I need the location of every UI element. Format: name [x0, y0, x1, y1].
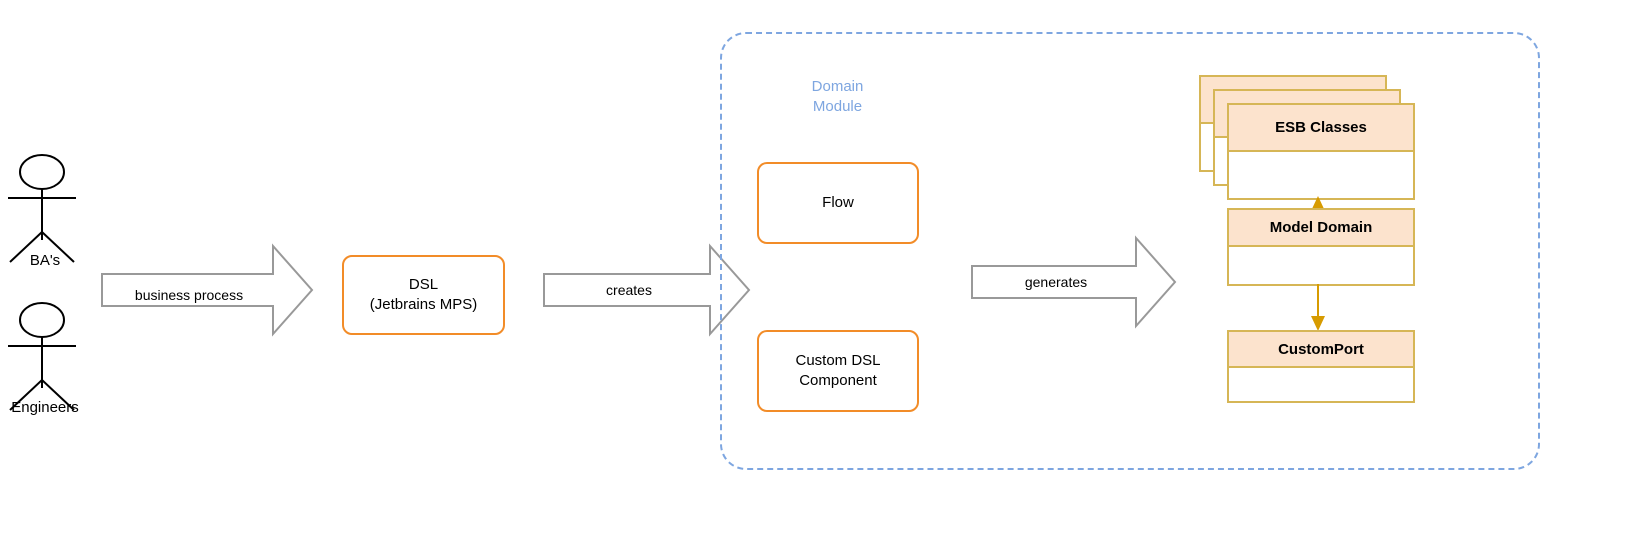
custom-port-box[interactable]: CustomPort [1227, 330, 1415, 403]
block-arrow-generates[interactable] [970, 235, 1178, 330]
domain-module-container [720, 32, 1540, 470]
model-domain-box[interactable]: Model Domain [1227, 208, 1415, 286]
dsl-box[interactable]: DSL (Jetbrains MPS) [342, 255, 505, 335]
dsl-box-line2: (Jetbrains MPS) [369, 296, 478, 313]
block-arrow-creates[interactable] [542, 243, 752, 338]
flow-box-line1: Flow [822, 193, 854, 211]
esb-classes-box[interactable]: ESB Classes [1227, 103, 1415, 200]
block-arrow-business-process[interactable] [100, 243, 315, 338]
dsl-box-line1: DSL [408, 275, 439, 293]
right-arrow-icon [543, 243, 751, 337]
actor-engineers[interactable] [0, 298, 90, 413]
block-arrow-generates-label: generates [1024, 274, 1088, 290]
domain-module-label-line1: Domain [811, 78, 864, 95]
block-arrow-creates-label: creates [606, 282, 652, 298]
custom-dsl-component-line2: Component [799, 372, 877, 389]
block-arrow-business-process-label: business process [134, 287, 244, 303]
custom-port-body [1229, 368, 1413, 401]
esb-classes-name: ESB Classes [1229, 105, 1413, 152]
actor-bas-label: BA's [29, 252, 61, 269]
arrow-down-icon [1311, 284, 1325, 331]
relation-model-domain-to-custom-port [1300, 284, 1340, 332]
domain-module-label: Domain Module [760, 77, 915, 118]
right-arrow-icon [101, 243, 314, 337]
flow-box[interactable]: Flow [757, 162, 919, 244]
right-arrow-icon [971, 235, 1177, 329]
actor-stick-figure-icon [8, 154, 76, 263]
custom-dsl-component-line1: Custom DSL [795, 351, 881, 369]
domain-module-label-line2: Module [812, 98, 863, 116]
model-domain-body [1229, 247, 1413, 284]
model-domain-name: Model Domain [1229, 210, 1413, 247]
actor-stick-figure-icon [8, 302, 76, 411]
esb-classes-body [1229, 152, 1413, 198]
actor-engineers-label: Engineers [11, 399, 79, 416]
custom-dsl-component-box[interactable]: Custom DSL Component [757, 330, 919, 412]
actor-bas[interactable] [0, 150, 90, 265]
custom-port-name: CustomPort [1229, 332, 1413, 368]
